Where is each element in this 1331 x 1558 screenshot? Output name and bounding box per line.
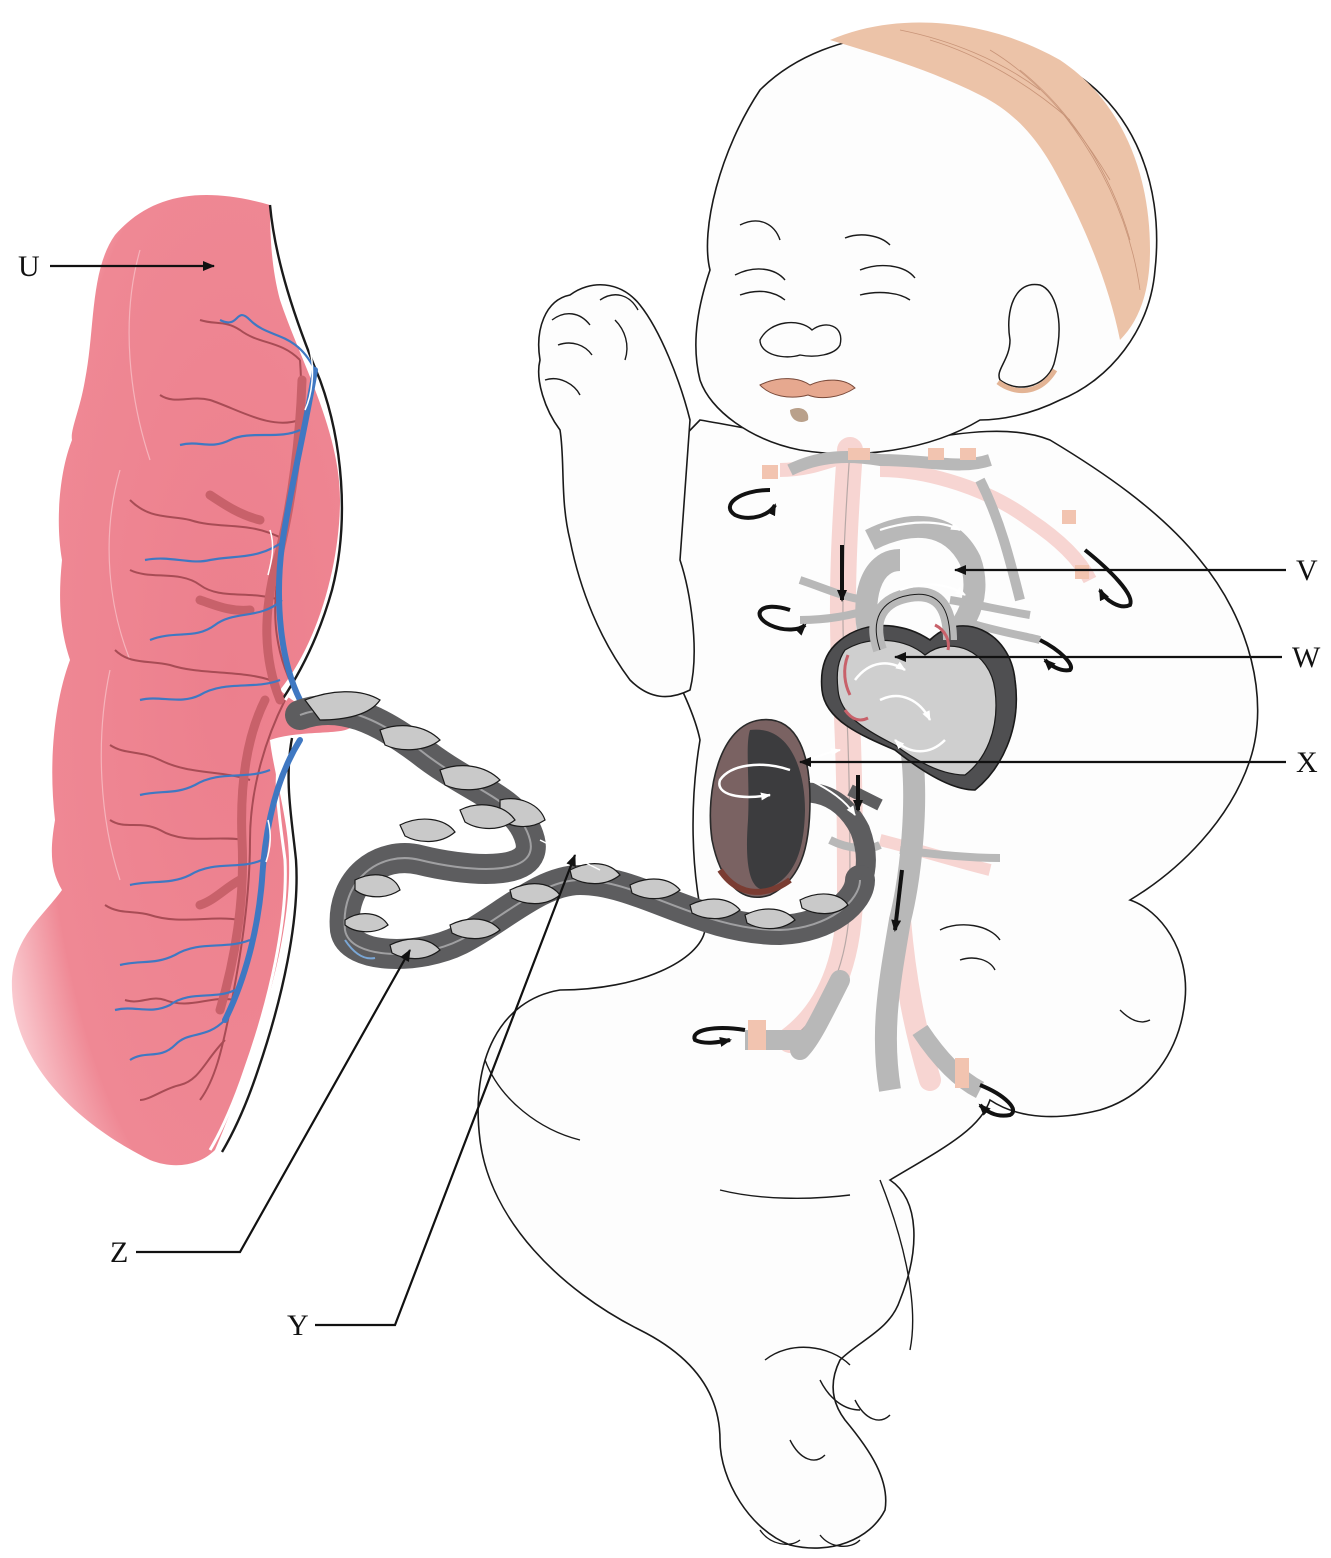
svg-text:V: V xyxy=(1296,554,1318,587)
svg-text:U: U xyxy=(18,250,40,283)
svg-text:Z: Z xyxy=(110,1236,128,1269)
placenta xyxy=(12,195,350,1165)
svg-text:Y: Y xyxy=(287,1309,309,1342)
svg-text:X: X xyxy=(1296,746,1318,779)
infant-body xyxy=(478,23,1258,1549)
svg-text:W: W xyxy=(1292,641,1321,674)
